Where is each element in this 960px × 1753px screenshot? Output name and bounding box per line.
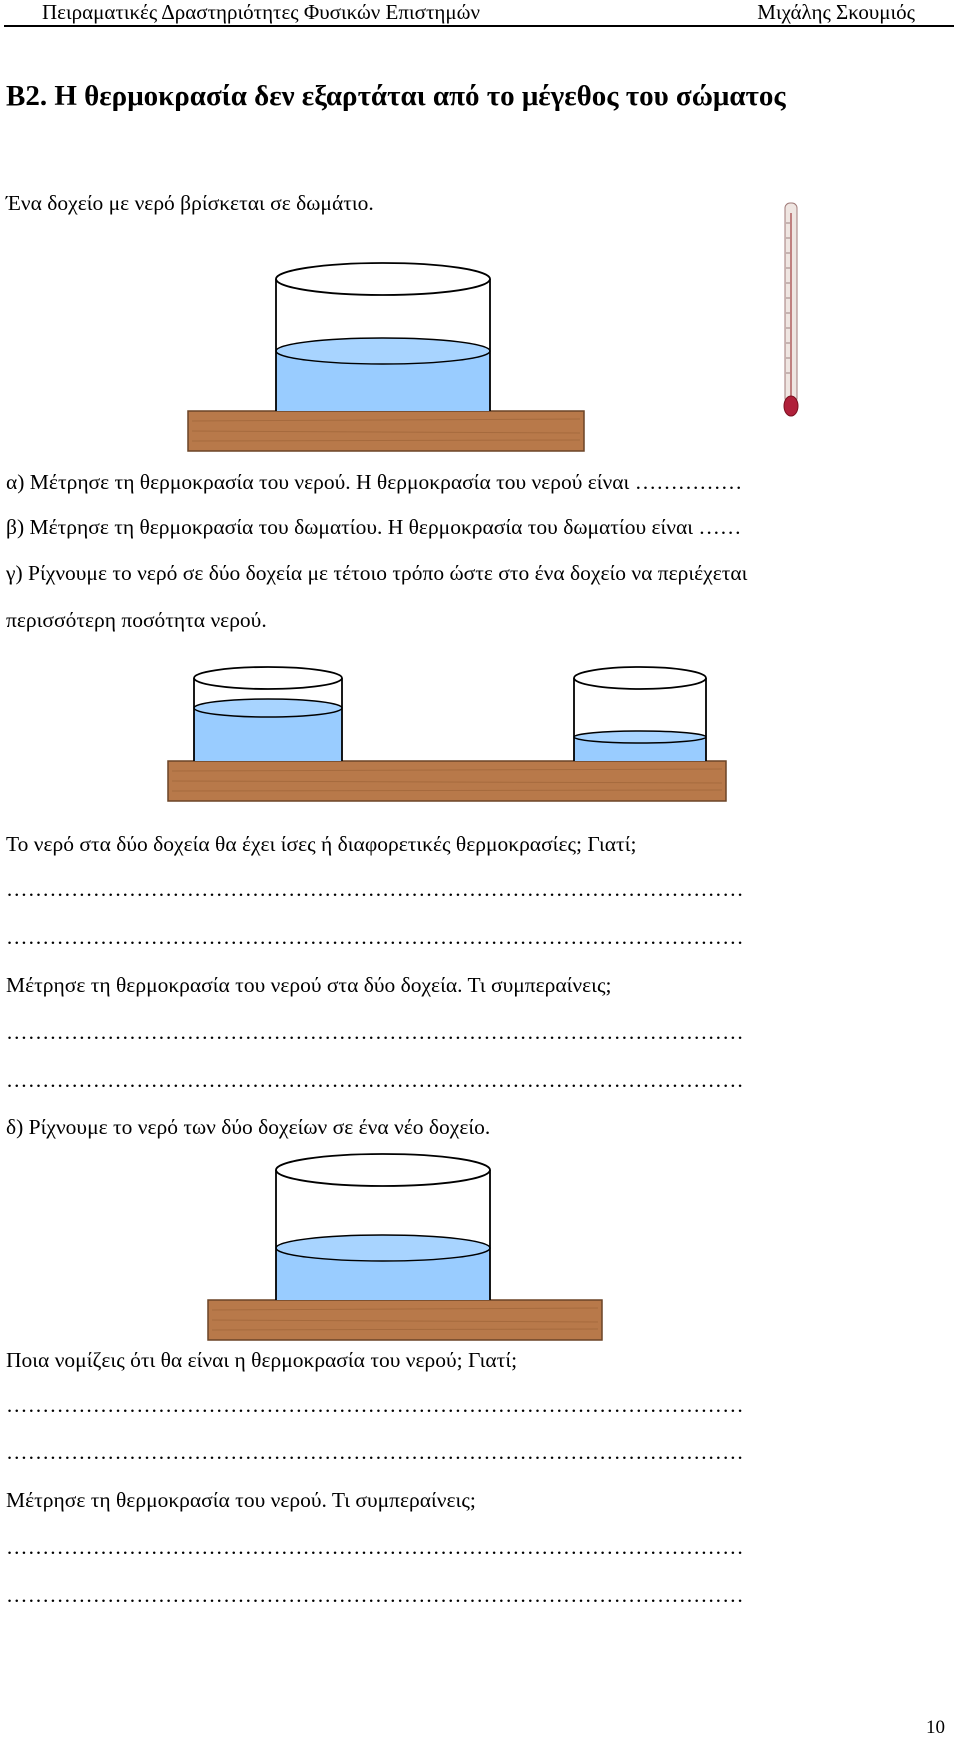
- section-title: Β2. Η θερμοκρασία δεν εξαρτάται από το μ…: [6, 80, 786, 112]
- question-d: δ) Ρίχνουμε το νερό των δύο δοχείων σε έ…: [6, 1115, 491, 1139]
- answer-line: …………………………………………………………………………………………: [6, 1535, 744, 1559]
- beaker-less-water: [573, 666, 707, 761]
- answer-line: …………………………………………………………………………………………: [6, 1020, 744, 1044]
- thermometer-bulb: [783, 395, 799, 417]
- page-number: 10: [926, 1717, 945, 1738]
- question-c-measure: Μέτρησε τη θερμοκρασία του νερού στα δύο…: [6, 973, 612, 997]
- question-c-prompt: Το νερό στα δύο δοχεία θα έχει ίσες ή δι…: [6, 832, 637, 856]
- beaker-on-board-2: [207, 1153, 603, 1341]
- intro-text: Ένα δοχείο με νερό βρίσκεται σε δωμάτιο.: [6, 191, 374, 215]
- beaker-more-water: [193, 666, 343, 761]
- question-b: β) Μέτρησε τη θερμοκρασία του δωματίου. …: [6, 515, 742, 539]
- question-c-line-2: περισσότερη ποσότητα νερού.: [6, 608, 267, 632]
- header-rule: [4, 25, 954, 27]
- header-author: Μιχάλης Σκουμιός: [757, 0, 915, 24]
- page-header: Πειραματικές Δραστηριότητες Φυσικών Επισ…: [0, 0, 960, 28]
- answer-line: …………………………………………………………………………………………: [6, 1068, 744, 1092]
- beaker-rim: [275, 1153, 491, 1187]
- question-d-measure: Μέτρησε τη θερμοκρασία του νερού. Τι συμ…: [6, 1488, 476, 1512]
- header-course-title: Πειραματικές Δραστηριότητες Φυσικών Επισ…: [42, 0, 480, 24]
- answer-line: …………………………………………………………………………………………: [6, 877, 744, 901]
- question-d-prompt: Ποια νομίζεις ότι θα είναι η θερμοκρασία…: [6, 1348, 518, 1372]
- answer-line: …………………………………………………………………………………………: [6, 1583, 744, 1607]
- question-a: α) Μέτρησε τη θερμοκρασία του νερού. Η θ…: [6, 470, 743, 494]
- answer-line: …………………………………………………………………………………………: [6, 1393, 744, 1417]
- beaker-rim: [275, 262, 491, 296]
- answer-line: …………………………………………………………………………………………: [6, 925, 744, 949]
- answer-line: …………………………………………………………………………………………: [6, 1440, 744, 1464]
- thermometer-illustration: [783, 202, 799, 417]
- wooden-board: [167, 760, 727, 802]
- two-beakers-on-board: [167, 666, 727, 802]
- beaker-on-board-1: [187, 262, 585, 452]
- question-c-line-1: γ) Ρίχνουμε το νερό σε δύο δοχεία με τέτ…: [6, 561, 748, 585]
